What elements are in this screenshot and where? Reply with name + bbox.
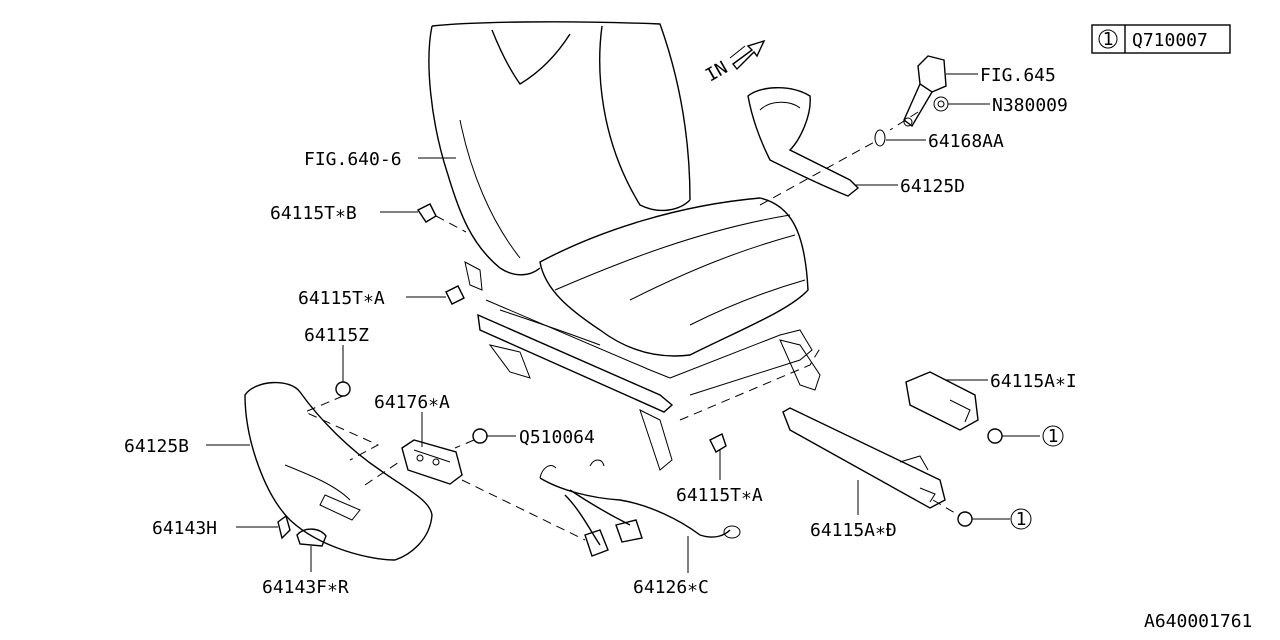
label-64168aa: 64168AA	[928, 131, 1004, 152]
fasteners	[335, 203, 1003, 527]
part-labels: FIG.645 N380009 64168AA 64125D FIG.640-6…	[124, 65, 1077, 598]
washer-icon	[874, 129, 886, 147]
callout-ref-upper: 1	[1042, 425, 1064, 447]
lever-64143h	[277, 514, 291, 540]
side-trim-long	[782, 407, 946, 509]
fastener-64115z	[335, 381, 351, 397]
seat-cushion	[539, 197, 809, 357]
seat-back	[428, 21, 691, 276]
seat-switch	[401, 439, 463, 485]
legend-box: 1 Q710007	[1091, 24, 1231, 54]
label-64143f-r: 64143F∗R	[262, 577, 349, 598]
direction-indicator: IN	[702, 39, 766, 86]
label-64115z: 64115Z	[304, 325, 369, 346]
screw-upper-icon	[987, 428, 1003, 444]
dashed-lines	[303, 111, 961, 541]
lever-64143f	[296, 528, 327, 547]
label-64115t-a-left: 64115T∗A	[298, 288, 385, 309]
seat-frame	[464, 261, 821, 471]
seat-belt-buckle	[874, 55, 949, 147]
label-64115t-a-right: 64115T∗A	[676, 485, 763, 506]
side-cover-front	[244, 381, 433, 561]
label-64125d: 64125D	[900, 176, 965, 197]
screw-q510064	[472, 428, 488, 444]
svg-text:1: 1	[1016, 509, 1027, 530]
label-64115a-d: 64115A∗Ð	[810, 520, 897, 541]
callout-ref-lower: 1	[1010, 508, 1032, 530]
leader-lines	[206, 73, 1040, 573]
nut-icon	[933, 96, 949, 112]
label-64125b: 64125B	[124, 436, 189, 457]
label-n380009: N380009	[992, 95, 1068, 116]
label-fig645: FIG.645	[980, 65, 1056, 86]
levers	[277, 514, 327, 547]
side-cover-rear	[747, 87, 860, 197]
legend-code: Q710007	[1132, 30, 1208, 51]
label-q510064: Q510064	[519, 427, 595, 448]
clip-64115t-a-left	[445, 285, 465, 305]
screw-lower-icon	[957, 511, 973, 527]
direction-label: IN	[702, 57, 731, 86]
label-fig640-6: FIG.640-6	[304, 149, 402, 170]
clip-64115t-b	[416, 203, 437, 223]
svg-text:1: 1	[1048, 426, 1059, 447]
arrow-icon	[731, 39, 766, 71]
label-64176-a: 64176∗A	[374, 392, 450, 413]
wiring-harness	[539, 459, 741, 557]
clip-64115t-a-right	[709, 433, 727, 453]
label-64126-c: 64126∗C	[633, 577, 709, 598]
label-64115t-b: 64115T∗B	[270, 203, 357, 224]
side-trim-short	[905, 371, 979, 431]
legend-symbol: 1	[1103, 29, 1114, 50]
diagram-id: A640001761	[1144, 611, 1252, 632]
label-64115a-i: 64115A∗I	[990, 371, 1077, 392]
label-64143h: 64143H	[152, 518, 217, 539]
